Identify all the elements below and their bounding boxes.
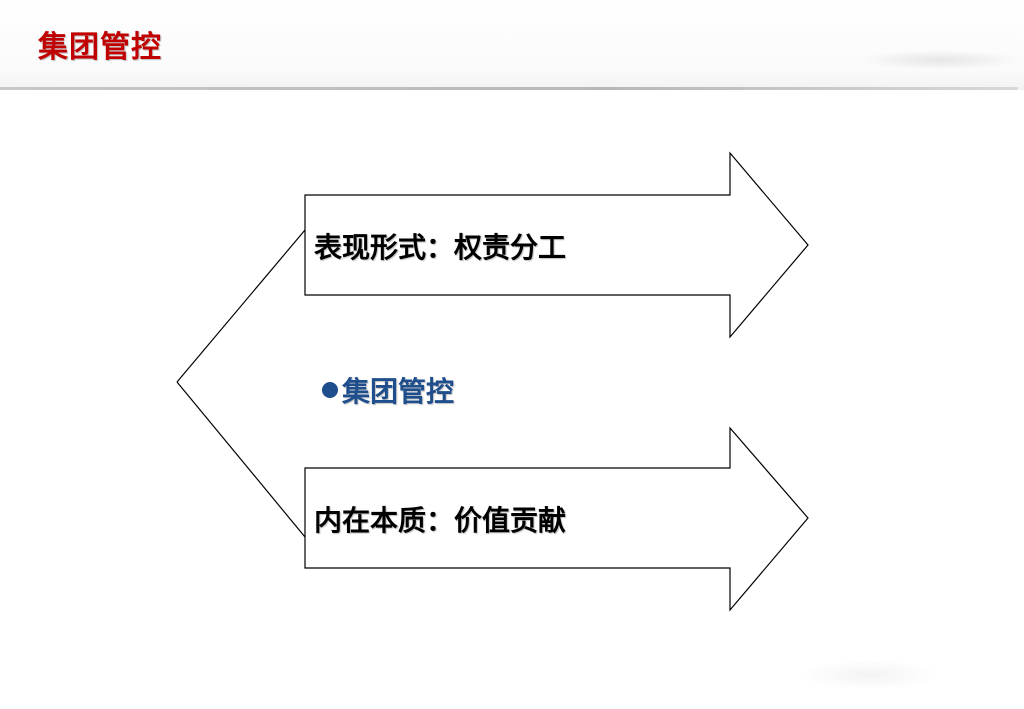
header-decoration [860,50,1020,70]
center-label: 集团管控 [342,375,455,408]
left-chevron-lower [176,381,306,538]
page-title: 集团管控 [38,30,162,65]
bottom-arrow-label: 内在本质：价值贡献 [314,504,567,537]
header-band [0,0,1024,90]
top-arrow-label: 表现形式：权责分工 [314,231,567,264]
left-chevron-upper [176,229,306,383]
bullet-icon [322,382,338,398]
bottom-right-arrow [304,426,809,612]
top-right-arrow [304,151,809,339]
header-divider [0,87,1018,90]
footer-decoration [800,660,940,690]
center-item: 集团管控 [322,370,454,410]
